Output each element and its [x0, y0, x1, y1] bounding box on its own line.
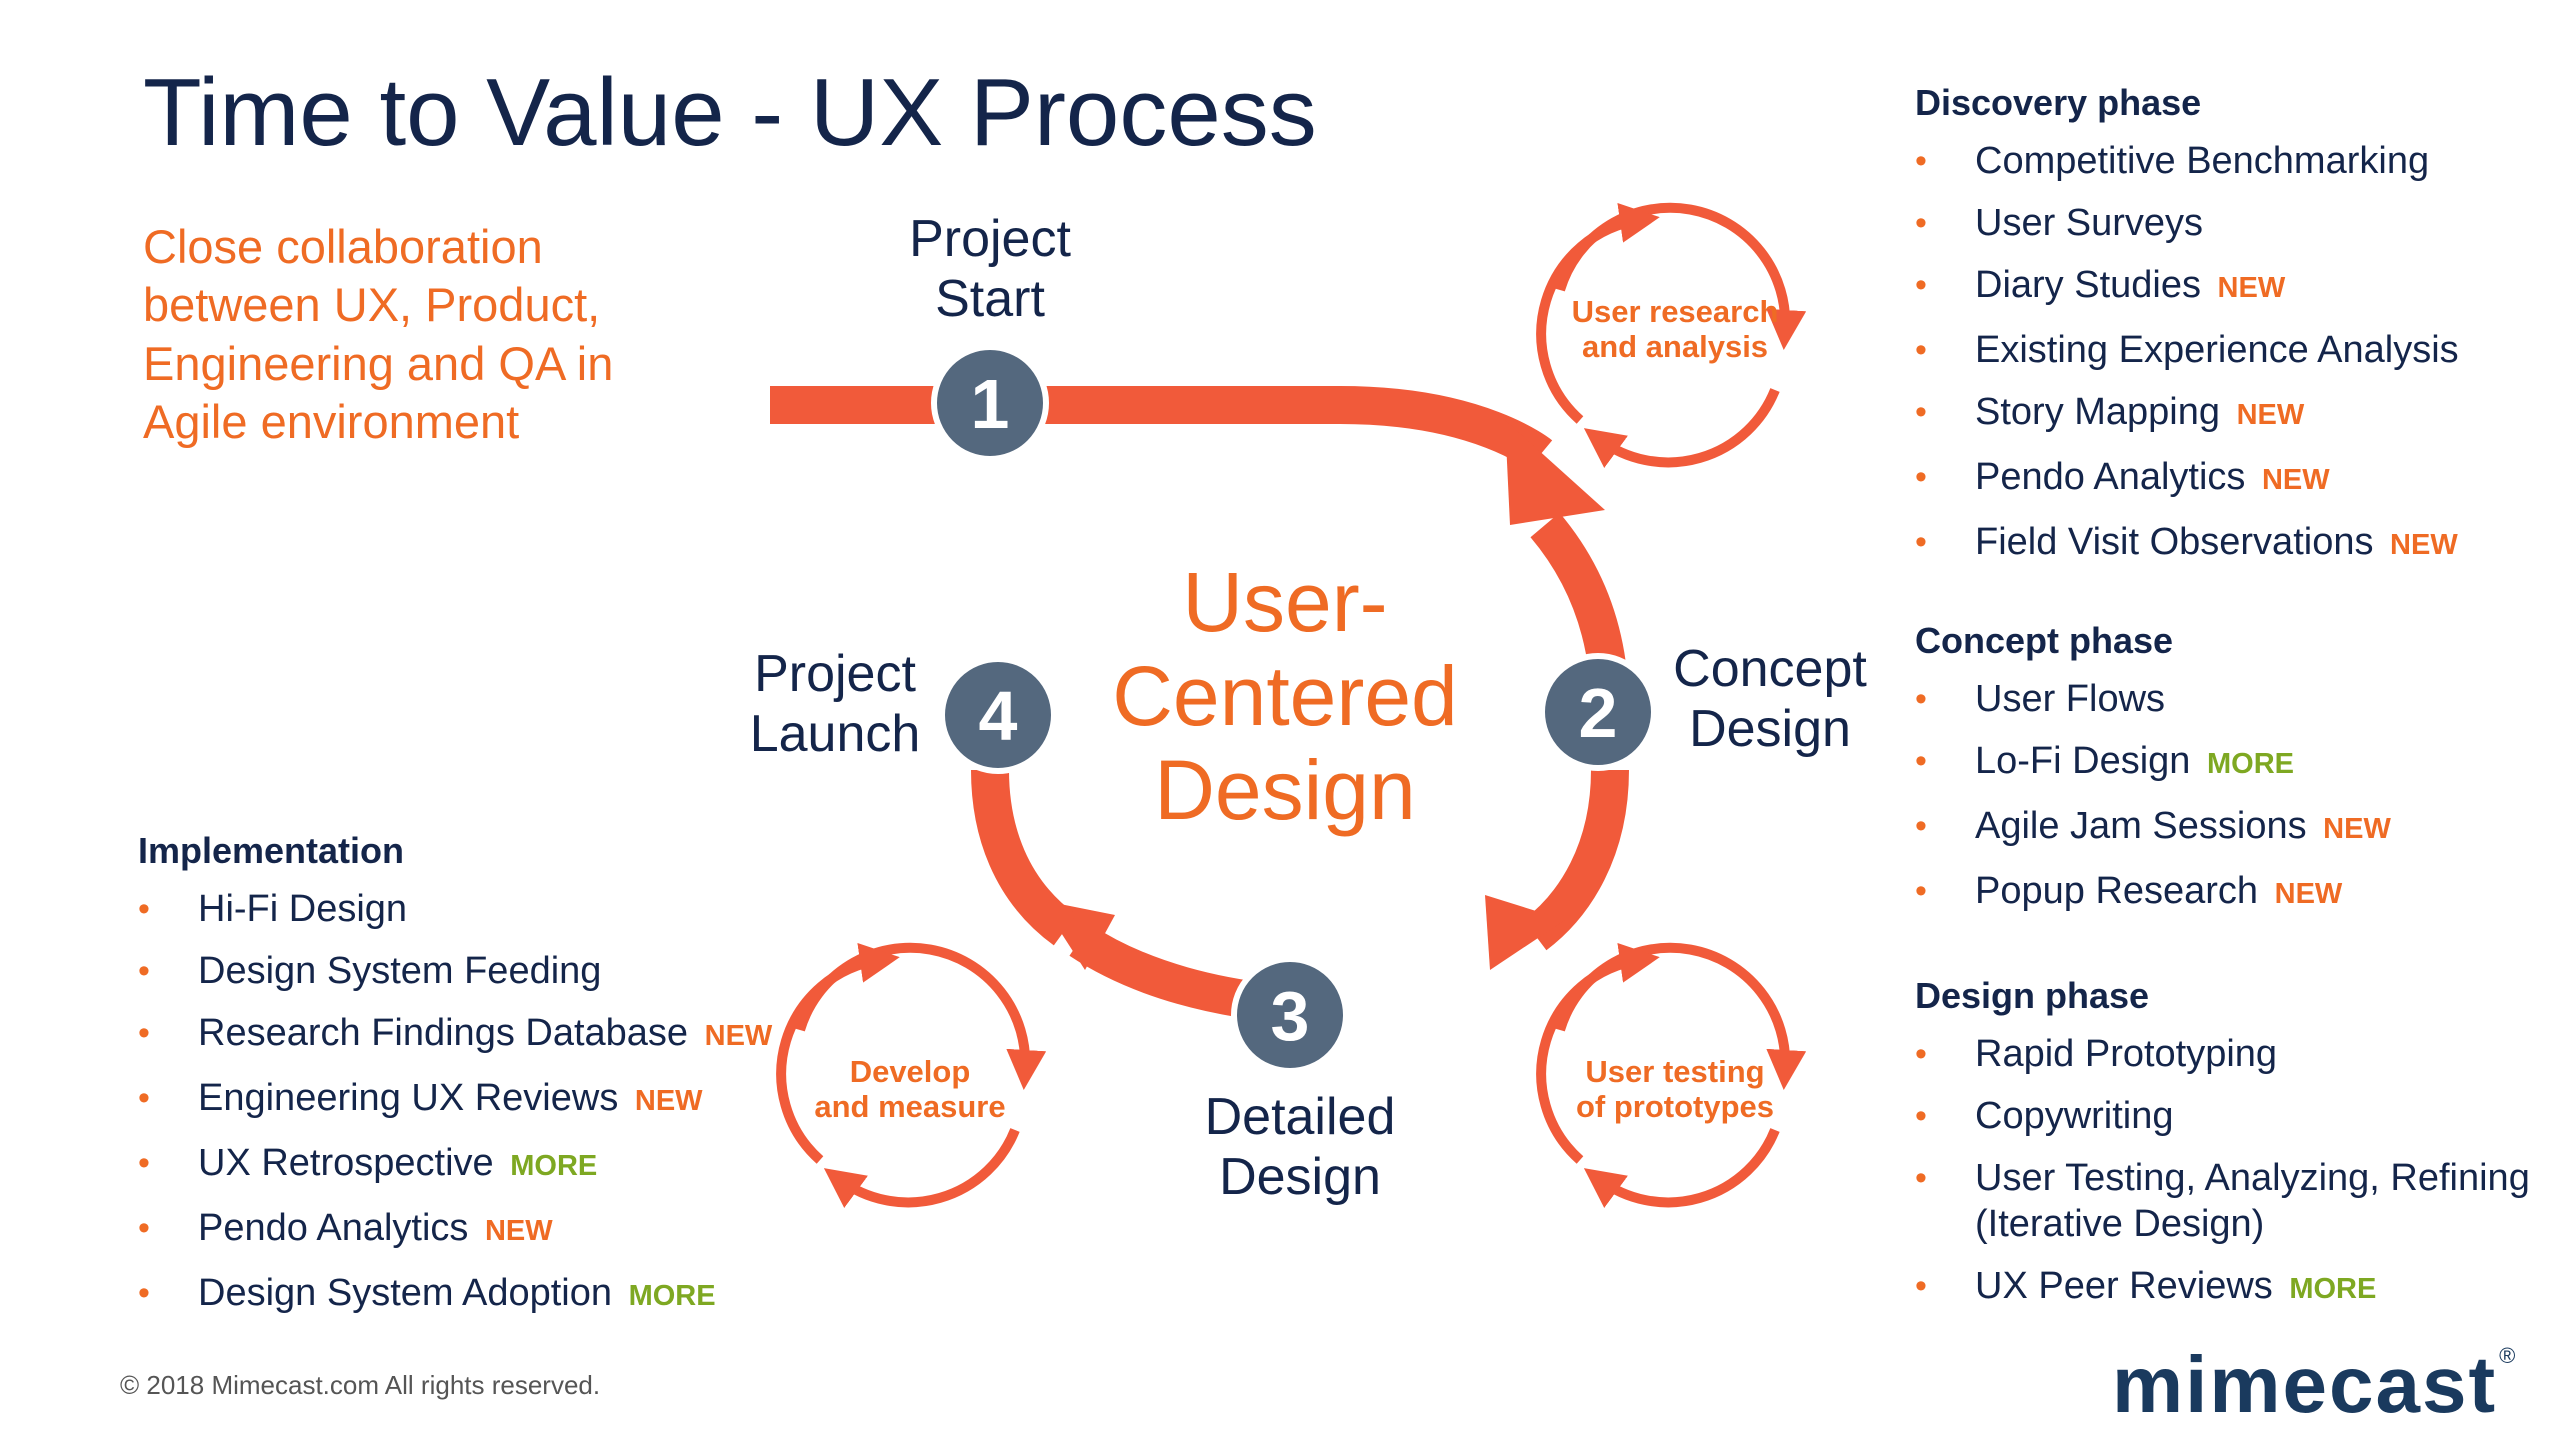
stage-2-label: Concept Design — [1673, 640, 1867, 758]
stage-3-badge: 3 — [1231, 956, 1349, 1074]
list-item: Pendo Analytics NEW — [138, 1205, 838, 1254]
new-badge: NEW — [2390, 529, 2458, 561]
new-badge: NEW — [2274, 878, 2343, 910]
registered-mark-icon: ® — [2499, 1343, 2518, 1368]
list-item: User Surveys — [1915, 200, 2535, 246]
new-badge: NEW — [2217, 272, 2286, 304]
list-item: User Flows — [1915, 676, 2535, 722]
list-item-text: Lo-Fi Design — [1975, 740, 2191, 782]
stage-3-number: 3 — [1271, 977, 1310, 1055]
stage-2-badge: 2 — [1539, 653, 1657, 771]
list-item-text: Engineering UX Reviews — [198, 1077, 619, 1119]
list-item-text: Hi-Fi Design — [198, 888, 408, 930]
implementation-section: Implementation Hi-Fi DesignDesign System… — [138, 830, 838, 1335]
design-list: Rapid PrototypingCopywritingUser Testing… — [1915, 1031, 2535, 1312]
cycle-research-label-2: and analysis — [1582, 329, 1768, 364]
stage-4-badge: 4 — [939, 656, 1057, 774]
list-item-text: User Flows — [1975, 678, 2166, 720]
list-item-text: Design System Adoption — [198, 1272, 613, 1314]
stage-4-number: 4 — [979, 677, 1018, 755]
stage-1-label: Project Start — [909, 210, 1071, 328]
concept-heading: Concept phase — [1915, 620, 2174, 661]
list-item: User Testing, Analyzing, Refining (Itera… — [1915, 1155, 2535, 1247]
implementation-heading: Implementation — [138, 830, 405, 871]
discovery-section: Discovery phase Competitive Benchmarking… — [1915, 82, 2535, 584]
list-item-text: User Surveys — [1975, 202, 2204, 244]
cycle-research-label-1: User research — [1572, 294, 1779, 329]
list-item: Competitive Benchmarking — [1915, 138, 2535, 184]
list-item-text: Design System Feeding — [198, 950, 602, 992]
list-item: Agile Jam Sessions NEW — [1915, 803, 2535, 852]
arrowhead-2 — [1485, 895, 1565, 970]
list-item-text: UX Retrospective — [198, 1142, 494, 1184]
list-item: Engineering UX Reviews NEW — [138, 1075, 838, 1124]
new-badge: NEW — [2323, 813, 2391, 845]
stage-3-label: Detailed Design — [1204, 1088, 1396, 1206]
page-title: Time to Value - UX Process — [143, 59, 1317, 166]
subtitle: Close collaboration between UX, Product,… — [143, 220, 614, 448]
list-item: Research Findings Database NEW — [138, 1010, 838, 1059]
list-item-text: Rapid Prototyping — [1975, 1033, 2278, 1075]
list-item: Hi-Fi Design — [138, 886, 838, 932]
new-badge: NEW — [634, 1085, 703, 1117]
list-item: Diary Studies NEW — [1915, 262, 2535, 311]
list-item: Copywriting — [1915, 1093, 2535, 1139]
list-item: Lo-Fi Design MORE — [1915, 738, 2535, 787]
list-item-text: Existing Experience Analysis — [1975, 329, 2459, 371]
cycle-develop-label-2: and measure — [814, 1089, 1005, 1124]
list-item-text: Pendo Analytics — [198, 1207, 469, 1249]
list-item-text: Copywriting — [1975, 1095, 2174, 1137]
design-heading: Design phase — [1915, 975, 2150, 1016]
list-item-text: Diary Studies — [1975, 264, 2201, 306]
list-item: Story Mapping NEW — [1915, 389, 2535, 438]
stage-1-number: 1 — [971, 365, 1010, 443]
list-item-text: Field Visit Observations — [1975, 521, 2374, 563]
discovery-list: Competitive BenchmarkingUser SurveysDiar… — [1915, 138, 2535, 568]
more-badge: MORE — [628, 1280, 716, 1312]
list-item-text: UX Peer Reviews — [1975, 1265, 2273, 1307]
implementation-list: Hi-Fi DesignDesign System FeedingResearc… — [138, 886, 838, 1319]
mimecast-logo: mimecast® — [2112, 1340, 2518, 1429]
list-item: UX Peer Reviews MORE — [1915, 1263, 2535, 1312]
list-item-text: Competitive Benchmarking — [1975, 140, 2430, 182]
discovery-heading: Discovery phase — [1915, 82, 2202, 123]
list-item-text: Research Findings Database — [198, 1012, 689, 1054]
more-badge: MORE — [510, 1150, 598, 1182]
list-item-text: Pendo Analytics — [1975, 456, 2246, 498]
list-item: Popup Research NEW — [1915, 868, 2535, 917]
new-badge: NEW — [704, 1020, 773, 1052]
cycle-research-arrows — [1536, 202, 1807, 468]
list-item-text: Story Mapping — [1975, 391, 2221, 433]
more-badge: MORE — [2289, 1273, 2377, 1305]
copyright-footer: © 2018 Mimecast.com All rights reserved. — [120, 1370, 601, 1400]
cycle-develop-label-1: Develop — [850, 1054, 971, 1089]
cycle-testing-arrows — [1536, 942, 1807, 1208]
concept-section: Concept phase User FlowsLo-Fi Design MOR… — [1915, 620, 2535, 933]
stage-4-label: Project Launch — [749, 645, 921, 763]
new-badge: NEW — [484, 1215, 553, 1247]
new-badge: NEW — [2261, 464, 2330, 496]
center-label: User- Centered Design — [1112, 555, 1458, 838]
list-item: Design System Feeding — [138, 948, 838, 994]
cycle-testing-label-2: of prototypes — [1576, 1089, 1774, 1124]
more-badge: MORE — [2206, 748, 2294, 780]
list-item: UX Retrospective MORE — [138, 1140, 838, 1189]
stage-2-number: 2 — [1579, 674, 1618, 752]
cycle-testing-label-1: User testing — [1585, 1054, 1764, 1089]
concept-list: User FlowsLo-Fi Design MORE Agile Jam Ses… — [1915, 676, 2535, 917]
list-item: Rapid Prototyping — [1915, 1031, 2535, 1077]
stage-1-badge: 1 — [931, 344, 1049, 462]
list-item-text: Agile Jam Sessions — [1975, 805, 2307, 847]
list-item-text: Popup Research — [1975, 870, 2259, 912]
design-section: Design phase Rapid PrototypingCopywritin… — [1915, 975, 2535, 1328]
list-item: Existing Experience Analysis — [1915, 327, 2535, 373]
list-item: Field Visit Observations NEW — [1915, 519, 2535, 568]
list-item: Design System Adoption MORE — [138, 1270, 838, 1319]
list-item-text: User Testing, Analyzing, Refining (Itera… — [1975, 1157, 2530, 1245]
arrowhead-1 — [1505, 420, 1605, 525]
list-item: Pendo Analytics NEW — [1915, 454, 2535, 503]
new-badge: NEW — [2236, 399, 2305, 431]
